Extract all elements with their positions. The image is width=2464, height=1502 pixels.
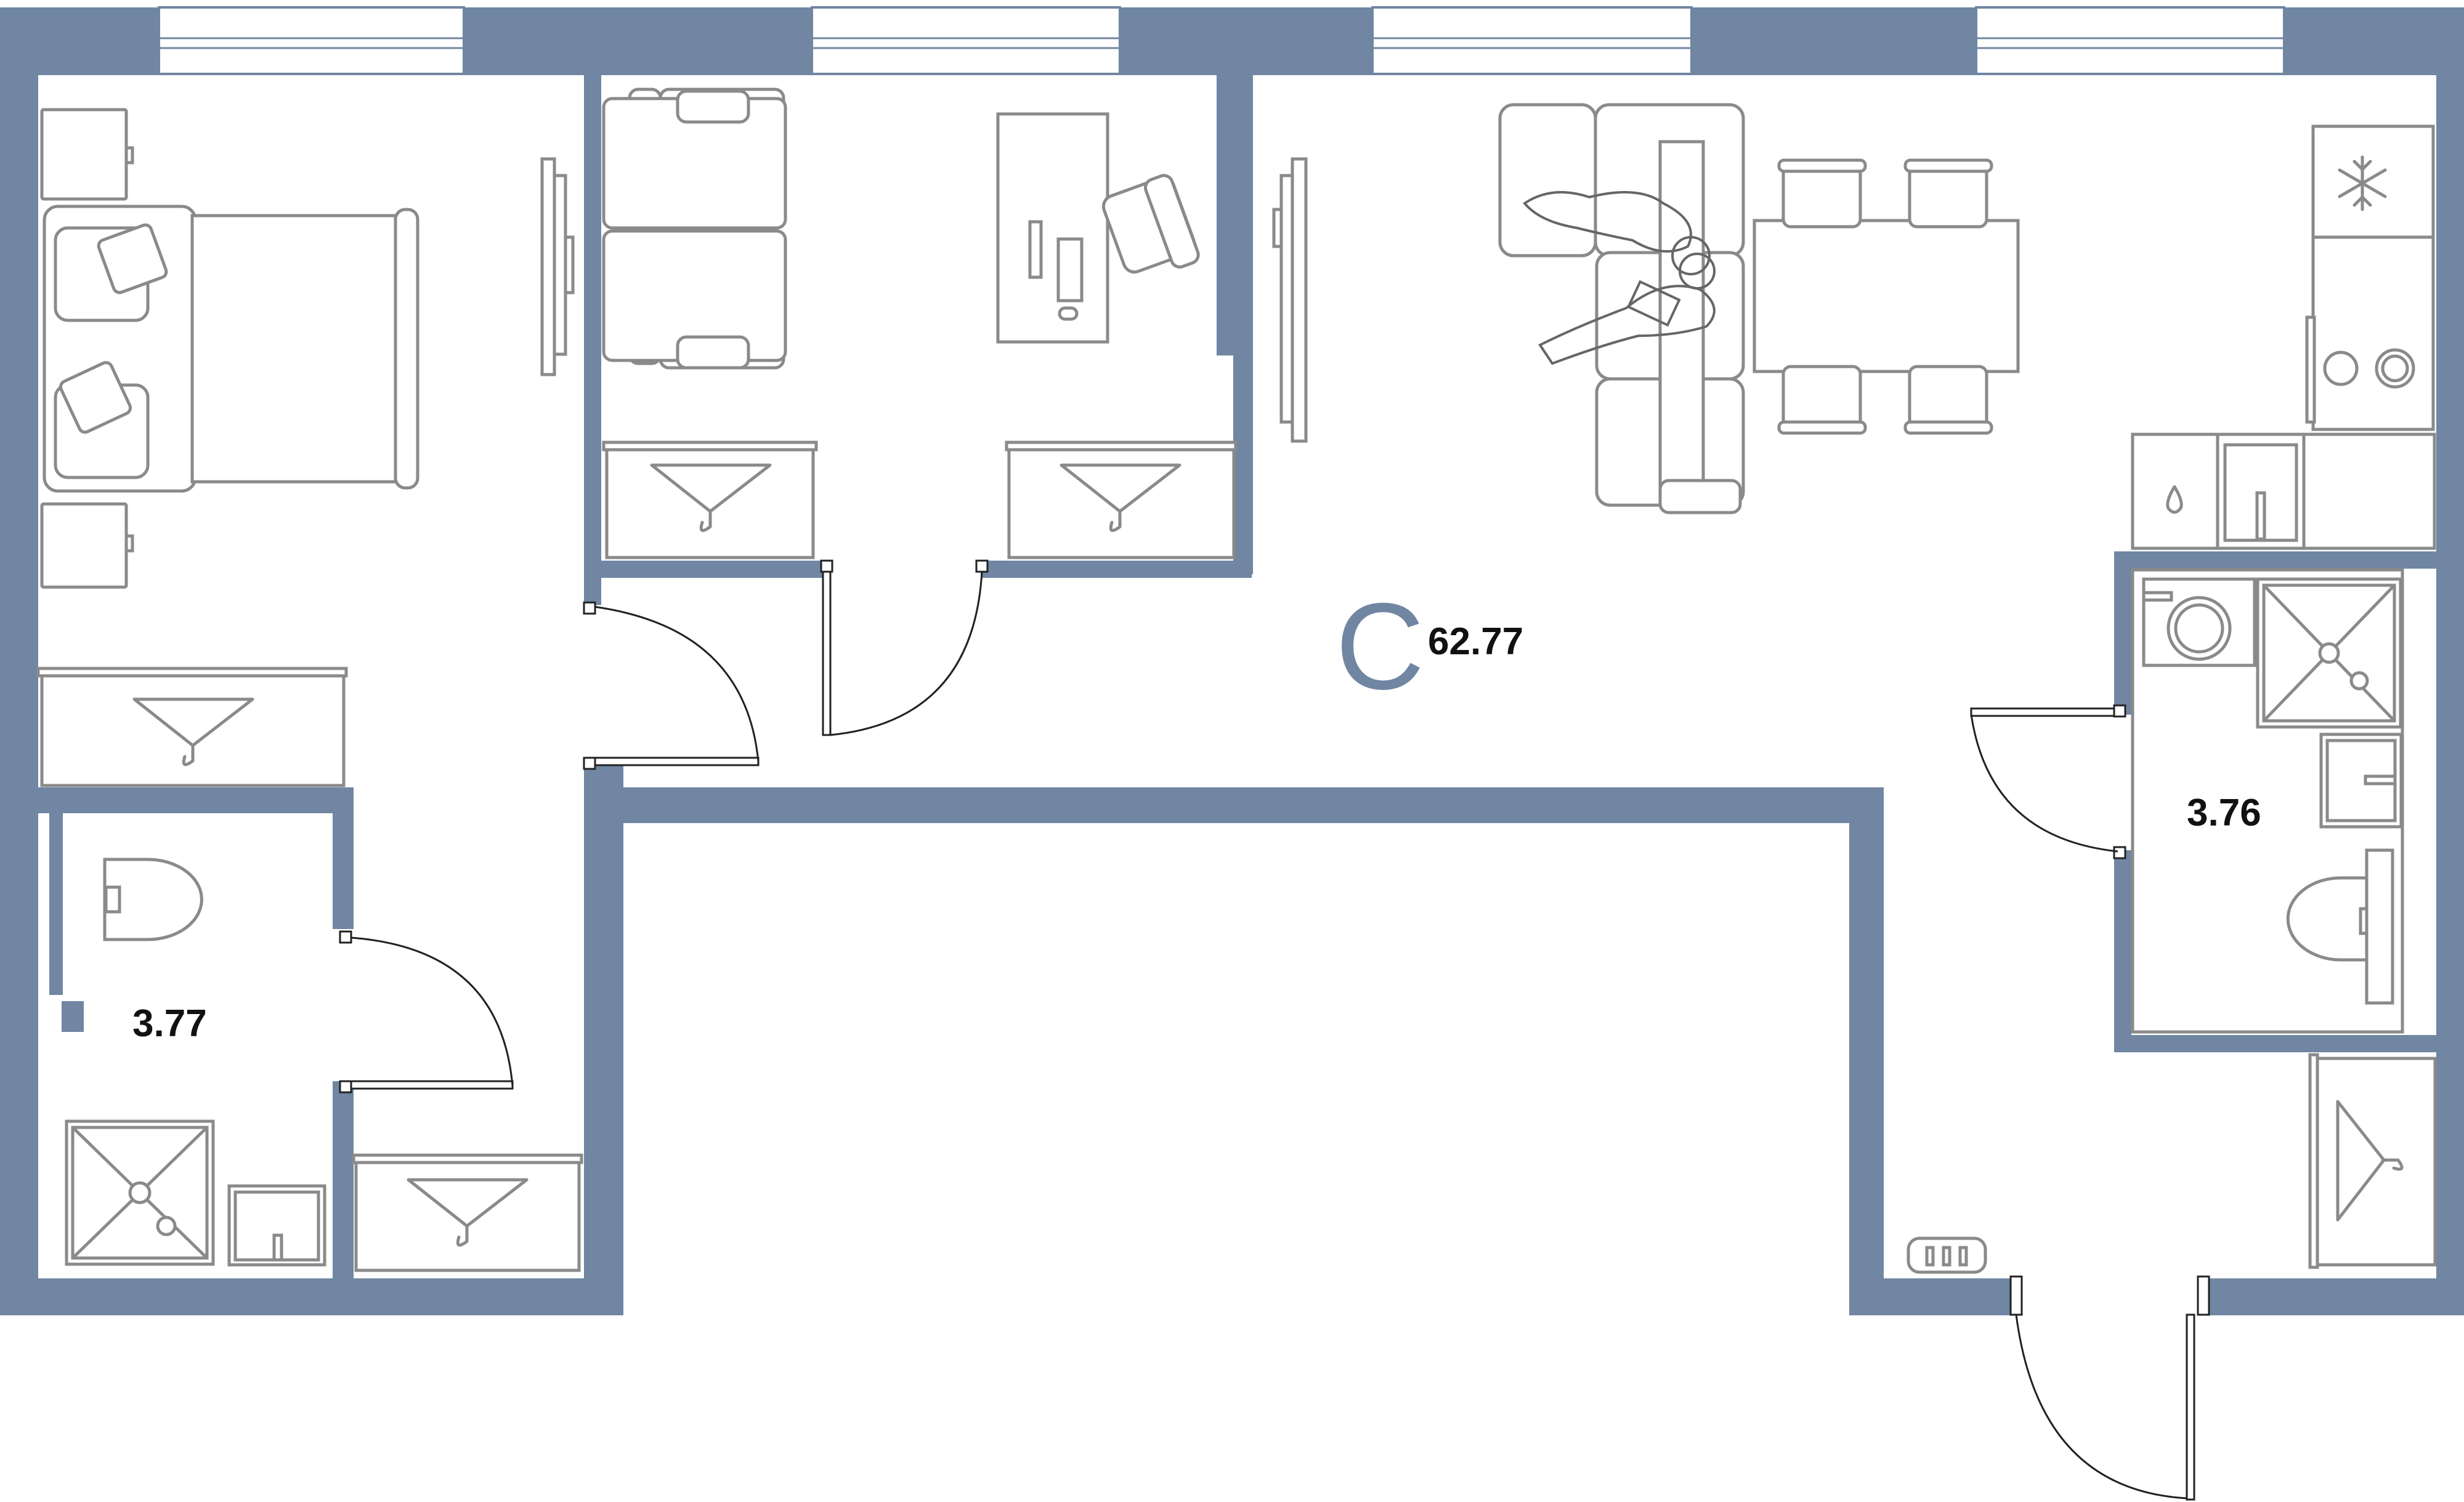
hallway-furniture bbox=[1907, 1053, 2437, 1274]
living-room-furniture bbox=[1272, 103, 2020, 514]
water-drop-icon bbox=[2166, 485, 2183, 514]
kitchen-fixtures bbox=[2131, 124, 2436, 550]
hanger-icon bbox=[2336, 1100, 2404, 1222]
hanger-icon bbox=[132, 697, 254, 766]
right-bathroom-area-label: 3.76 bbox=[2187, 792, 2261, 834]
doors bbox=[339, 559, 2210, 1501]
windows bbox=[158, 6, 2285, 75]
left-bathroom-fixtures bbox=[65, 858, 583, 1272]
right-bathroom-fixtures bbox=[2131, 568, 2404, 1034]
hanger-icon bbox=[1060, 463, 1181, 532]
labels: C 62.77 3.77 3.76 bbox=[132, 578, 2261, 1045]
left-bathroom-area-label: 3.77 bbox=[132, 1002, 207, 1045]
walls bbox=[0, 7, 2464, 1315]
study-furniture bbox=[602, 87, 1238, 559]
hanger-icon bbox=[407, 1178, 529, 1247]
total-area-label: 62.77 bbox=[1428, 620, 1523, 663]
bedroom-furniture bbox=[36, 108, 575, 787]
people-figures bbox=[1523, 191, 1716, 365]
hanger-icon bbox=[650, 463, 772, 532]
apartment-letter: C bbox=[1335, 578, 1424, 715]
snowflake-icon bbox=[2338, 155, 2387, 211]
